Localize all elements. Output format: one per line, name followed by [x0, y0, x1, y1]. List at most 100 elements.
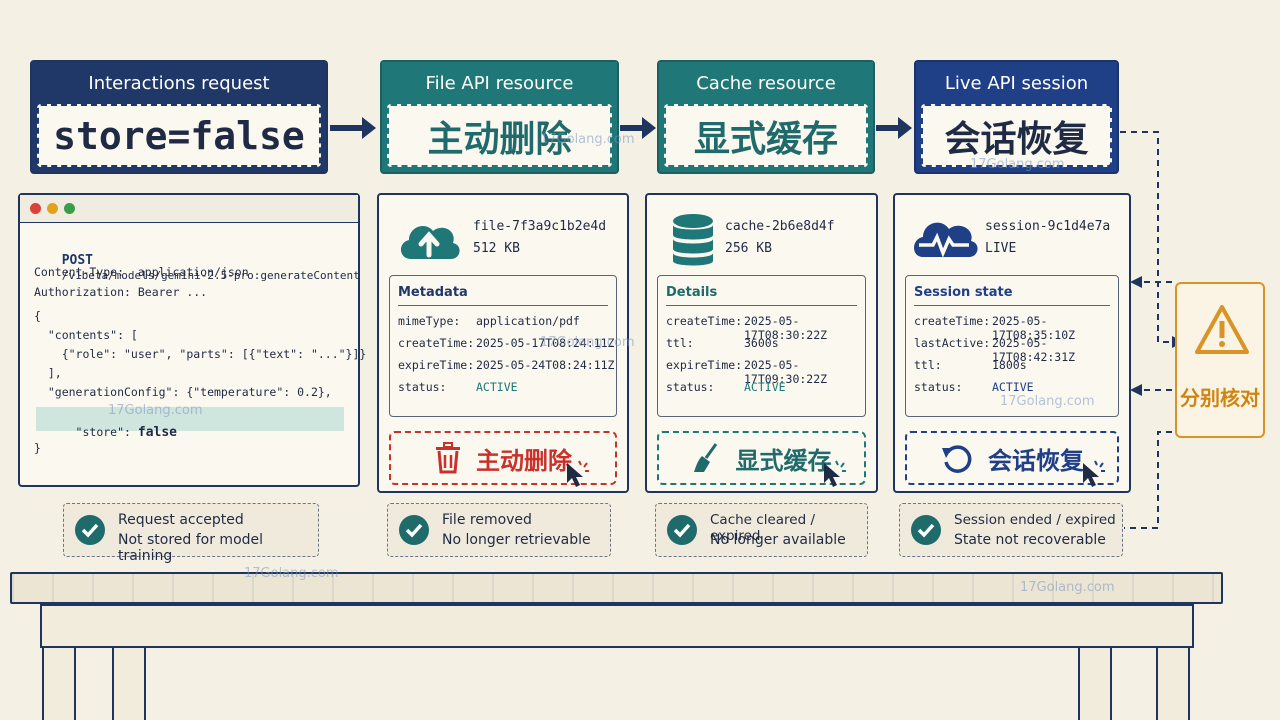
status-value: ACTIVE	[476, 380, 518, 394]
meta-key: ttl:	[914, 358, 942, 372]
table-leg	[112, 648, 146, 720]
table-leg	[1078, 648, 1112, 720]
action-label: 显式缓存	[735, 446, 832, 475]
meta-value: 2025-05-17T08:42:31Z	[992, 336, 1076, 364]
http-method: POST	[61, 253, 94, 268]
check-circle-icon	[399, 515, 429, 545]
watermark: 17Golang.com	[108, 403, 203, 418]
check-circle-icon	[667, 515, 697, 545]
resource-size: 512 KB	[473, 241, 520, 256]
stage-value: store=false	[37, 104, 321, 167]
stage-title: File API resource	[382, 62, 617, 104]
watermark: 17Golang.com	[540, 132, 635, 147]
meta-value: 2025-05-17T08:35:10Z	[992, 314, 1076, 342]
section-title: Details	[666, 282, 857, 306]
meta-value: 1800s	[992, 358, 1027, 372]
cursor-click-icon	[567, 460, 589, 487]
meta-key: lastActive:	[914, 336, 991, 350]
meta-key: createTime:	[398, 336, 475, 350]
delete-file-button[interactable]: 主动删除	[389, 431, 617, 487]
table-apron	[40, 604, 1194, 648]
meta-key: ttl:	[666, 336, 694, 350]
broom-icon	[693, 443, 717, 472]
stage-value: 显式缓存	[664, 104, 868, 167]
meta-key: expireTime:	[398, 358, 475, 372]
meta-value: 2025-05-24T08:24:11Z	[476, 358, 615, 372]
stage-interactions: Interactions request store=false	[30, 60, 328, 174]
meta-key: mimeType:	[398, 314, 461, 328]
section-title: Session state	[914, 282, 1110, 306]
trash-icon	[436, 442, 460, 474]
stage-title: Interactions request	[32, 62, 326, 104]
meta-value: 2025-05-17T08:30:22Z	[744, 314, 828, 342]
cursor-click-icon	[824, 460, 846, 487]
store-key: "store":	[61, 425, 138, 439]
file-resource-card: file-7f3a9c1b2e4d 512 KB Metadata mimeTy…	[377, 193, 629, 493]
watermark: 17Golang.com	[1020, 580, 1115, 595]
watermark: 17Golang.com	[244, 566, 339, 581]
resume-session-button[interactable]: 会话恢复	[905, 431, 1119, 487]
code-request-line: POST /v1beta/models/gemini-2.5-pro:gener…	[34, 239, 360, 296]
meta-value: 2025-05-17T09:30:22Z	[744, 358, 828, 386]
close-dot-icon[interactable]	[30, 203, 41, 214]
status-line2: Not stored for model training	[118, 532, 264, 564]
warning-label: 分别核对	[1180, 386, 1260, 410]
meta-key: createTime:	[914, 314, 991, 328]
meta-value: 2025-05-17T08:24:11Z	[476, 336, 615, 350]
check-circle-icon	[911, 515, 941, 545]
window-titlebar	[20, 195, 358, 223]
code-line: "generationConfig": {"temperature": 0.2}…	[34, 385, 332, 399]
clear-cache-button[interactable]: 显式缓存	[657, 431, 866, 487]
meta-key: status:	[914, 380, 963, 394]
code-line: "contents": [	[34, 328, 138, 342]
status-session: Session ended / expired State not recove…	[899, 503, 1123, 557]
status-line2: State not recoverable	[954, 532, 1106, 548]
code-store-line: "store": false	[34, 411, 177, 454]
status-line1: Request accepted	[118, 512, 244, 528]
resource-size: 256 KB	[725, 241, 772, 256]
meta-value: application/pdf	[476, 314, 580, 328]
meta-key: expireTime:	[666, 358, 743, 372]
stage-live-api: Live API session 会话恢复	[914, 60, 1119, 174]
code-line: {"role": "user", "parts": [{"text": "...…	[34, 347, 367, 361]
code-line: {	[34, 309, 41, 323]
code-line: Content-Type: application/json	[34, 265, 249, 279]
status-line1: Cache cleared / expired	[710, 512, 815, 544]
watermark: 17Golang.com	[970, 157, 1065, 172]
request-code-panel: POST /v1beta/models/gemini-2.5-pro:gener…	[18, 193, 366, 487]
maximize-dot-icon[interactable]	[64, 203, 75, 214]
code-line: ],	[34, 366, 62, 380]
meta-key: status:	[666, 380, 715, 394]
database-icon	[673, 214, 713, 266]
status-request: Request accepted Not stored for model tr…	[63, 503, 319, 564]
status-line2: No longer retrievable	[442, 532, 591, 548]
action-label: 主动删除	[476, 446, 572, 475]
session-resource-card: session-9c1d4e7a LIVE Session state crea…	[893, 193, 1131, 493]
cloud-upload-icon	[400, 225, 460, 259]
request-path: /v1beta/models/gemini-2.5-pro:generateCo…	[61, 269, 360, 282]
action-label: 会话恢复	[988, 446, 1084, 475]
stage-value: 会话恢复	[921, 104, 1112, 167]
stage-cache: Cache resource 显式缓存	[657, 60, 875, 174]
cursor-click-icon	[1083, 460, 1105, 487]
session-id: session-9c1d4e7a	[985, 219, 1111, 234]
resource-id: cache-2b6e8d4f	[725, 219, 835, 234]
minimize-dot-icon[interactable]	[47, 203, 58, 214]
status-file: File removed No longer retrievable	[387, 503, 611, 557]
watermark: 17Golang.com	[1000, 394, 1095, 409]
cloud-pulse-icon	[914, 222, 978, 258]
metadata-box: Metadata mimeType: application/pdf creat…	[389, 275, 617, 417]
details-box: Details createTime: 2025-05-17T08:30:22Z…	[657, 275, 866, 417]
status-value: ACTIVE	[744, 380, 786, 394]
session-state: LIVE	[985, 241, 1017, 256]
cache-resource-card: cache-2b6e8d4f 256 KB Details createTime…	[645, 193, 878, 493]
status-line1: Session ended / expired	[954, 512, 1116, 528]
stage-value: 主动删除	[387, 104, 612, 167]
store-value: false	[137, 425, 178, 440]
section-title: Metadata	[398, 282, 608, 306]
status-cache: Cache cleared / expired No longer availa…	[655, 503, 868, 557]
flow-arrow	[330, 117, 376, 139]
store-highlight	[36, 407, 344, 431]
meta-key: status:	[398, 380, 447, 394]
table-leg	[42, 648, 76, 720]
